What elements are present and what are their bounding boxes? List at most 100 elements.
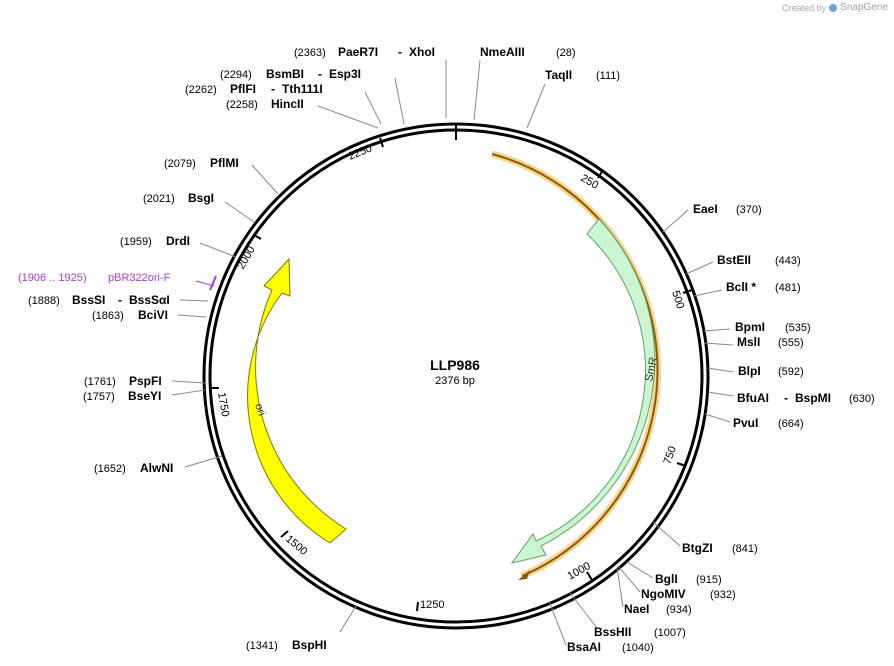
leader-msli <box>703 342 734 346</box>
enzyme-name-bfuai: BfuAI <box>737 391 769 405</box>
enzyme-pos-hincii: (2258) <box>226 99 258 111</box>
enzyme-sep-bsssi: - <box>118 293 122 307</box>
smr-orf-arrowhead <box>518 570 530 580</box>
enzyme-name-pflmi: PflMI <box>210 156 239 170</box>
enzyme-pos-pflfi: (2262) <box>185 84 217 96</box>
enzyme-name-bsteii: BstEII <box>717 253 751 267</box>
leader-hincii <box>317 105 379 129</box>
leader-naei <box>616 567 624 608</box>
tick-label-500: 500 <box>669 289 686 310</box>
enzyme-sep-bsmbi: - <box>318 67 322 81</box>
snapgene-logo-icon <box>829 3 838 12</box>
leader-bgli <box>626 561 654 579</box>
enzyme-name-msli: MslI <box>737 335 760 349</box>
watermark-brand: SnapGene <box>840 2 888 13</box>
tick-1250 <box>416 601 419 612</box>
enzyme-alt-bspmi: BspMI <box>795 391 831 405</box>
plasmid-size: 2376 bp <box>435 375 475 387</box>
enzyme-name-bseyi: BseYI <box>128 389 161 403</box>
enzyme-name-alwni: AlwNI <box>140 461 173 475</box>
enzyme-pos-nmeaiii: (28) <box>556 47 576 59</box>
enzyme-name-naei: NaeI <box>624 602 649 616</box>
enzyme-name-bsgi: BsgI <box>188 191 214 205</box>
leader-bseyi <box>171 389 206 396</box>
enzyme-pos-bsshii: (1007) <box>654 627 686 639</box>
enzyme-pos-bsphi: (1341) <box>246 640 278 652</box>
primer-range: (1906 .. 1925) <box>18 272 87 284</box>
enzyme-pos-bfuai: (630) <box>849 393 875 405</box>
enzyme-pos-taqii: (111) <box>596 70 620 82</box>
enzyme-pos-bcivi: (1863) <box>92 310 124 322</box>
tick-label-1750: 1750 <box>215 391 231 417</box>
enzyme-name-btgzi: BtgZI <box>682 541 713 555</box>
enzyme-name-eaei: EaeI <box>693 202 718 216</box>
leader-ngomiv <box>618 566 641 593</box>
leader-bsmbi <box>394 77 405 125</box>
enzyme-pos-pflmi: (2079) <box>164 158 196 170</box>
enzyme-alt-bsssai: BssSαI <box>129 293 170 307</box>
leader-alwni <box>184 455 223 468</box>
enzyme-alt-esp3i: Esp3I <box>329 67 361 81</box>
leader-eaei <box>662 209 689 233</box>
enzyme-leaders <box>171 59 734 646</box>
enzyme-name-ngomiv: NgoMIV <box>641 587 686 601</box>
feature-label-ori: ori <box>252 402 267 418</box>
smr-highlight-arc <box>491 150 661 580</box>
tick-label-750: 750 <box>662 445 680 466</box>
smr-feature-arrow <box>510 218 656 564</box>
enzyme-pos-bsaai: (1040) <box>622 642 654 654</box>
ori-feature-arrow <box>247 257 347 544</box>
enzyme-pos-alwni: (1652) <box>94 463 126 475</box>
leader-bsshii <box>569 592 598 629</box>
leader-bcli <box>693 289 723 297</box>
enzyme-pos-bpmi: (535) <box>785 322 811 334</box>
leader-bfuai <box>707 391 734 397</box>
enzyme-name-bsaai: BsaAI <box>567 640 601 654</box>
enzyme-name-bsmbi: BsmBI <box>266 67 304 81</box>
enzyme-pos-pvui: (664) <box>778 418 804 430</box>
leader-bsgi <box>224 201 255 223</box>
enzyme-name-bgli: BglI <box>655 572 678 586</box>
watermark-created-by: Created by <box>782 2 827 13</box>
enzyme-pos-pspfi: (1761) <box>84 376 116 388</box>
enzyme-pos-bgli: (915) <box>696 574 722 586</box>
leader-bsssi <box>179 299 209 302</box>
leader-pflmi <box>251 164 279 195</box>
tick-250 <box>597 169 604 179</box>
leader-bsteii <box>685 261 714 275</box>
enzyme-name-bcli: BclI * <box>726 280 756 294</box>
feature-label-smr: SmR <box>643 356 660 382</box>
enzyme-pos-paer7i: (2363) <box>294 47 326 59</box>
enzyme-name-hincii: HincII <box>271 97 304 111</box>
enzyme-name-blpi: BlpI <box>738 364 761 378</box>
enzyme-sep-bfuai: - <box>784 391 788 405</box>
enzyme-name-pspfi: PspFI <box>129 374 162 388</box>
enzyme-name-bcivi: BciVI <box>138 308 168 322</box>
leader-pspfi <box>171 380 206 384</box>
enzyme-pos-naei: (934) <box>666 604 692 616</box>
primer-name: pBR322ori-F <box>108 272 171 284</box>
leader-nmeaiii <box>473 59 481 121</box>
tick-1500 <box>280 530 289 538</box>
leader-bcivi <box>177 314 207 318</box>
tick-1000 <box>586 571 593 581</box>
enzyme-name-bsssi: BssSI <box>72 293 105 307</box>
leader-btgzi <box>652 521 681 547</box>
enzyme-name-paer7i: PaeR7I <box>338 45 378 59</box>
enzyme-name-bpmi: BpmI <box>735 320 765 334</box>
tick-2250 <box>379 137 384 148</box>
primer-leader <box>195 280 215 287</box>
enzyme-name-taqii: TaqII <box>545 68 572 82</box>
leader-blpi <box>707 367 734 373</box>
tick-label-1000: 1000 <box>566 560 593 583</box>
enzyme-pos-msli: (555) <box>778 337 804 349</box>
snapgene-watermark: Created by SnapGene <box>782 2 888 13</box>
leader-bsaai <box>548 600 567 646</box>
enzyme-name-pflfi: PflFI <box>230 82 256 96</box>
enzyme-pos-bsgi: (2021) <box>143 193 175 205</box>
enzyme-pos-blpi: (592) <box>778 366 804 378</box>
enzyme-sep-pflfi: - <box>271 82 275 96</box>
enzyme-pos-bsteii: (443) <box>775 255 801 267</box>
tick-2000 <box>253 234 262 240</box>
